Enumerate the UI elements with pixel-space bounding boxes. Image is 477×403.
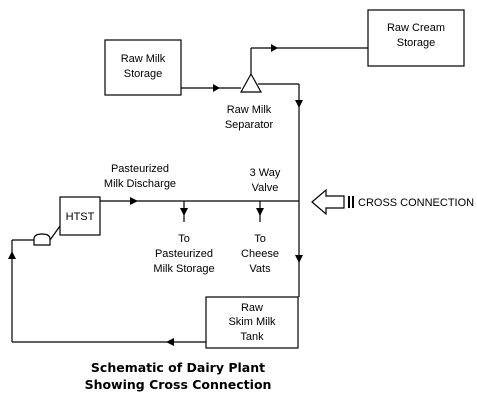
arrow-return-left	[166, 338, 174, 346]
arrow-to-cheese-vats	[256, 208, 264, 216]
htst-box	[59, 196, 101, 236]
diagram-title-line1: Schematic of Dairy Plant	[91, 360, 265, 375]
raw-skim-milk-tank-label-line1: Raw	[241, 302, 263, 314]
to-pasteurized-storage-label-line1: To	[178, 233, 190, 245]
to-cheese-vats-label-line2: Cheese	[241, 248, 279, 260]
raw-skim-milk-tank-box	[205, 296, 299, 349]
pasteurized-discharge-label-line1: Pasteurized	[111, 163, 169, 175]
arrow-to-cream-storage	[271, 44, 278, 52]
arrow-down-lower	[295, 255, 303, 263]
raw-milk-storage-label-line1: Raw Milk	[121, 53, 166, 65]
pasteurized-discharge-label-line2: Milk Discharge	[104, 178, 176, 190]
arrow-milk-to-separator	[213, 84, 220, 92]
separator-label-line1: Raw Milk	[227, 104, 272, 116]
to-cheese-vats-label-line1: To	[254, 233, 266, 245]
raw-milk-storage-box	[104, 39, 182, 96]
to-cheese-vats-label-line3: Vats	[249, 263, 271, 275]
raw-skim-milk-tank-label-line2: Skim Milk	[228, 316, 276, 328]
to-pasteurized-storage-label-line2: Pasteurized	[155, 248, 213, 260]
three-way-valve-label-line2: Valve	[252, 182, 279, 194]
cross-connection-tail-bar-2	[352, 196, 354, 208]
to-pasteurized-storage-label-line3: Milk Storage	[153, 263, 214, 275]
separator-triangle	[239, 72, 263, 93]
raw-skim-milk-tank-label-line3: Tank	[240, 331, 264, 343]
cross-connection-arrow-icon	[311, 188, 345, 216]
raw-cream-storage-label-line1: Raw Cream	[387, 22, 445, 34]
pump-icon	[33, 233, 51, 246]
arrow-return-up	[8, 251, 16, 259]
raw-milk-storage-label-line2: Storage	[124, 68, 163, 80]
arrow-pasteurized-discharge	[130, 197, 138, 205]
cross-connection-tail-bar	[348, 196, 350, 208]
diagram-title-line2: Showing Cross Connection	[85, 377, 272, 392]
arrow-down-upper	[295, 100, 303, 108]
arrow-to-pasteurized-storage	[180, 208, 188, 216]
htst-label: HTST	[66, 211, 95, 223]
raw-cream-storage-box	[367, 9, 465, 67]
cross-connection-label: CROSS CONNECTION	[358, 197, 474, 209]
separator-label-line2: Separator	[225, 119, 274, 131]
pipe-pump-to-htst	[49, 225, 61, 241]
raw-cream-storage-label-line2: Storage	[397, 37, 436, 49]
three-way-valve-label-line1: 3 Way	[250, 167, 281, 179]
